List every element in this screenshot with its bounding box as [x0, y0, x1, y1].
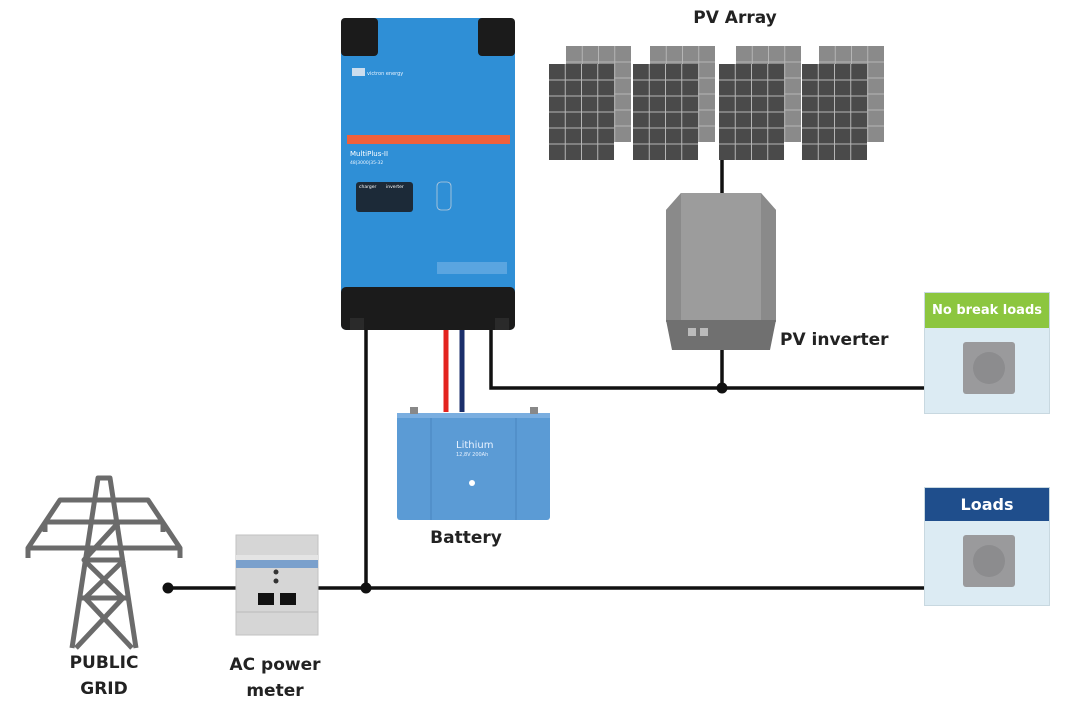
no-break-loads-box: No break loads: [924, 292, 1050, 414]
pv-array: [549, 46, 884, 160]
no-break-loads-title: No break loads: [925, 293, 1049, 328]
junction-dot: [162, 582, 174, 594]
svg-text:Lithium: Lithium: [456, 440, 493, 451]
public-grid-label: PUBLIC GRID: [54, 650, 154, 702]
battery-label: Battery: [430, 528, 502, 548]
loads-title: Loads: [925, 488, 1049, 521]
svg-text:victron energy: victron energy: [367, 71, 403, 77]
solar-panel: [802, 64, 867, 160]
ac-power-meter: [235, 534, 319, 636]
public-grid-label-line2: GRID: [80, 679, 128, 699]
pv-array-label: PV Array: [693, 8, 777, 28]
inverter-ac-out-wire: [489, 328, 924, 390]
ac-wires: [168, 158, 924, 590]
solar-panel: [549, 64, 614, 160]
junction-dot: [360, 582, 372, 594]
solar-panel: [633, 64, 698, 160]
svg-text:MultiPlus-II: MultiPlus-II: [350, 150, 388, 158]
multiplus-inverter: victron energy MultiPlus-II 48|3000|35-3…: [341, 18, 515, 330]
public-grid-label-line1: PUBLIC: [69, 653, 139, 673]
pv-inverter-label: PV inverter: [780, 330, 889, 350]
pv-inverter-device: [666, 193, 776, 350]
svg-text:12,8V 200Ah: 12,8V 200Ah: [456, 452, 488, 458]
svg-text:charger: charger: [359, 184, 376, 190]
junction-dot: [716, 382, 728, 394]
meter-label-line2: meter: [246, 681, 304, 701]
power-socket-icon: [963, 342, 1015, 394]
loads-box: Loads: [924, 487, 1050, 606]
power-socket-icon: [963, 535, 1015, 587]
ac-power-meter-label: AC power meter: [210, 652, 340, 704]
meter-label-line1: AC power: [229, 655, 321, 675]
lithium-battery: Lithium 12,8V 200Ah: [397, 407, 550, 520]
transmission-tower-icon: [25, 475, 183, 650]
solar-panel: [719, 64, 784, 160]
svg-text:48|3000|35-32: 48|3000|35-32: [350, 160, 383, 166]
svg-text:inverter: inverter: [386, 184, 404, 190]
